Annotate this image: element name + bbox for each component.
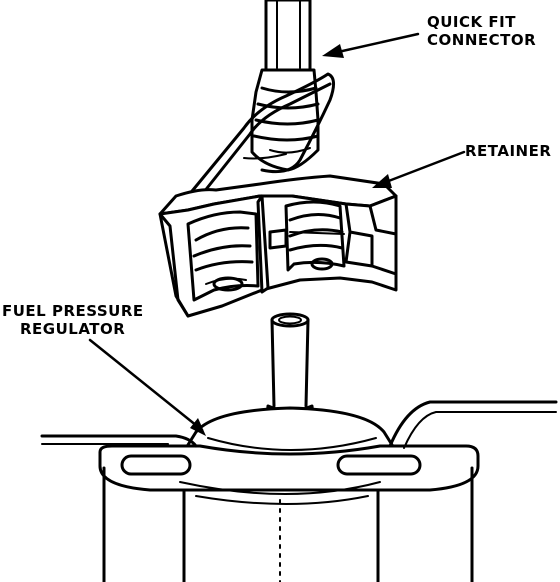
label-retainer: RETAINER [465,142,551,160]
arrowhead-retainer [372,174,392,188]
label-fuel-pressure-regulator: FUEL PRESSURE REGULATOR [2,302,144,338]
base-bracket [40,400,558,449]
label-quick-fit-line-2: CONNECTOR [427,31,537,49]
arrowhead-connector [322,44,344,58]
retainer [158,174,398,318]
regulator-body [102,466,474,582]
mounting-flange [98,444,480,495]
arrowhead-regulator [190,418,206,436]
label-quick-fit-line-1: QUICK FIT [427,13,516,31]
label-quick-fit-connector: QUICK FIT CONNECTOR [427,13,536,49]
fuel-pipe [264,0,312,72]
label-fpr-line-2: REGULATOR [20,320,126,338]
retainer-wire-clip [186,72,335,204]
leader-lines [88,32,466,432]
label-fpr-line-1: FUEL PRESSURE [2,302,144,320]
label-retainer-line-1: RETAINER [465,142,552,160]
